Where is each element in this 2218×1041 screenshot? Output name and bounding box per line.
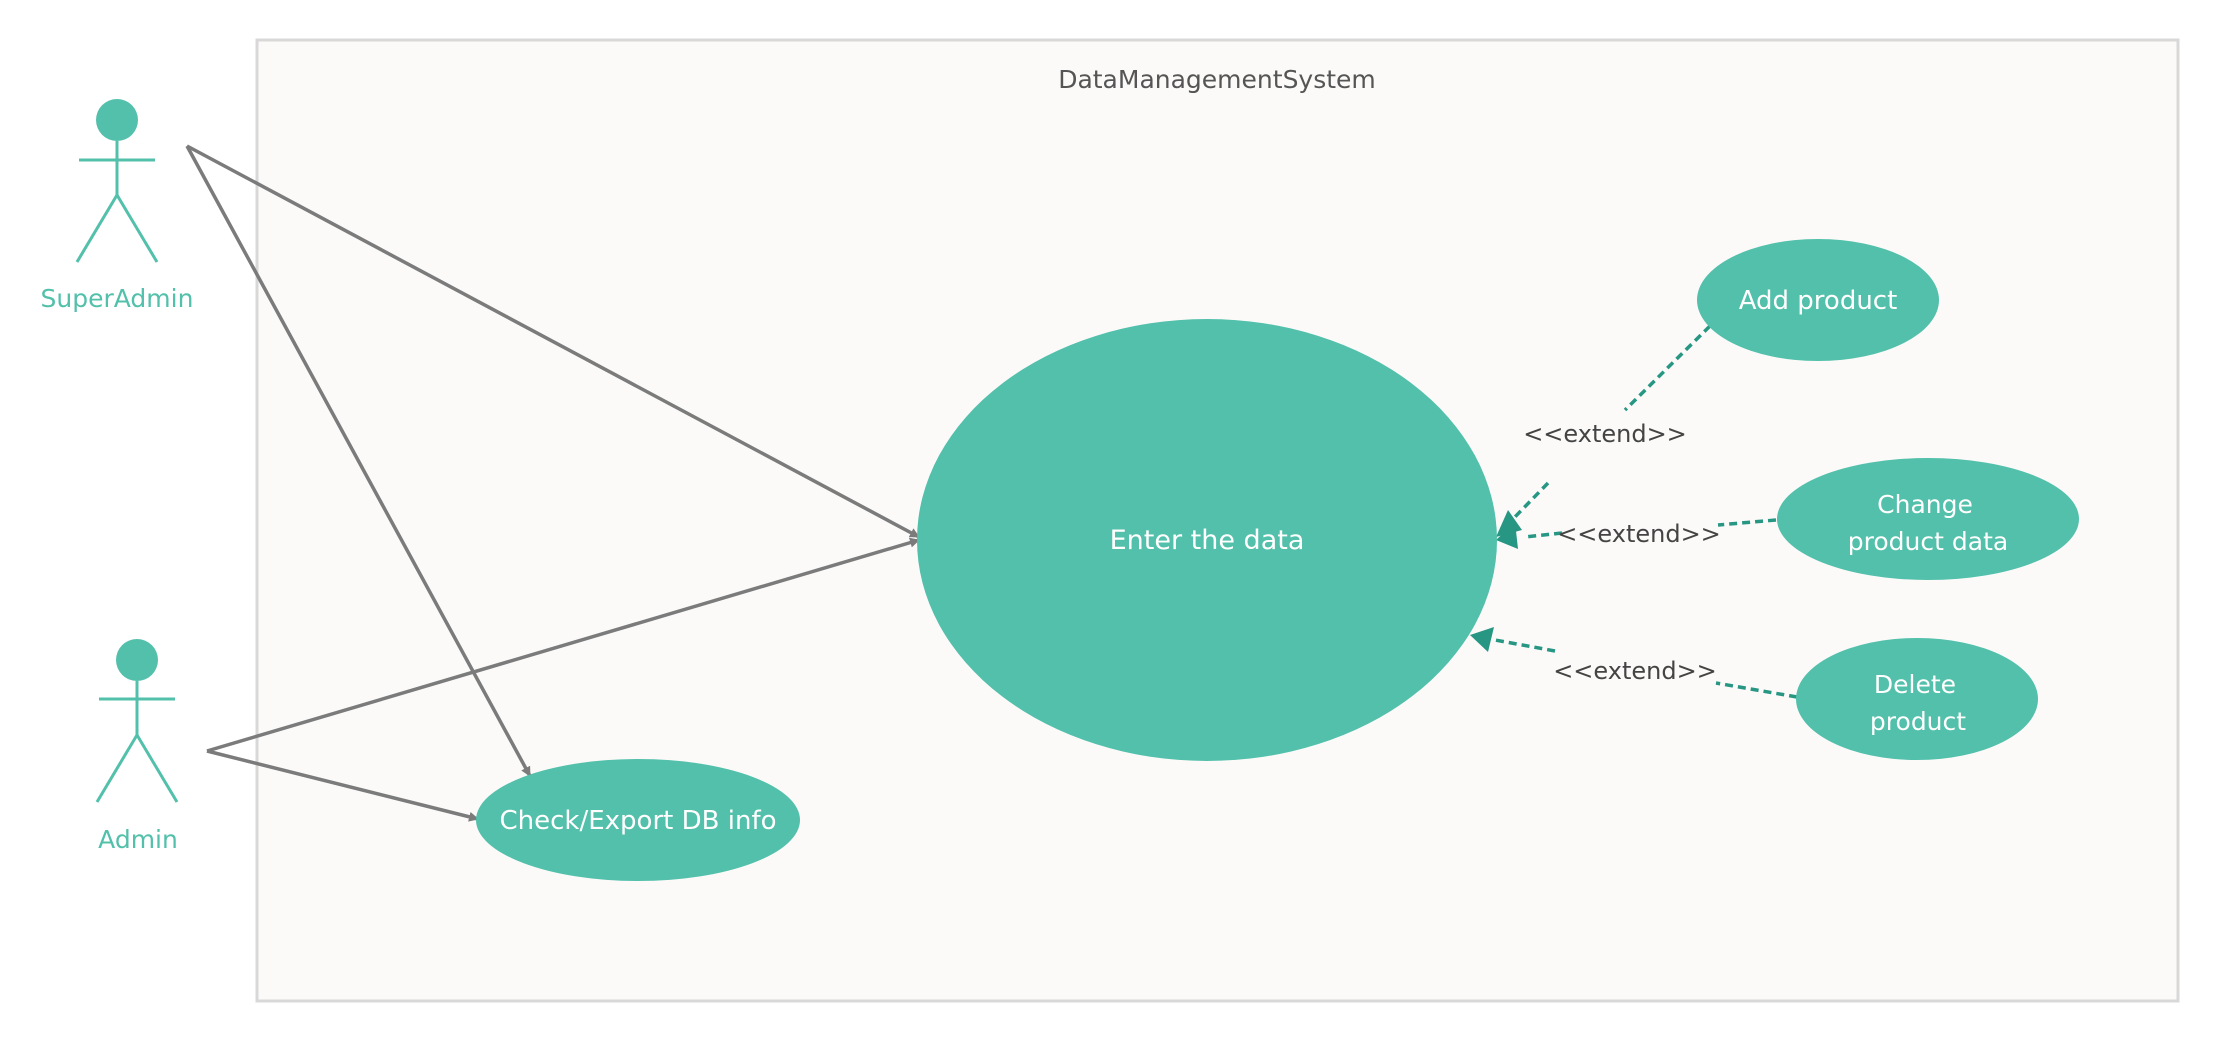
use-case-change-product-label-line1: Change bbox=[1877, 490, 1973, 519]
actor-admin-label: Admin bbox=[98, 825, 178, 854]
extend-label-change: <<extend>> bbox=[1557, 520, 1721, 548]
use-case-add-product-label: Add product bbox=[1739, 286, 1898, 316]
assoc-superadmin-enter-data[interactable] bbox=[186, 144, 920, 539]
use-case-enter-data[interactable]: Enter the data bbox=[917, 319, 1497, 761]
extend-label-delete: <<extend>> bbox=[1553, 657, 1717, 685]
use-case-change-product-label-line2: product data bbox=[1848, 527, 2008, 556]
use-case-delete-product[interactable]: Delete product bbox=[1796, 638, 2038, 760]
system-title: DataManagementSystem bbox=[1058, 65, 1376, 94]
extend-label-add: <<extend>> bbox=[1523, 420, 1687, 448]
extend-line-add-upper[interactable] bbox=[1623, 324, 1712, 412]
use-case-delete-product-label-line1: Delete bbox=[1874, 670, 1956, 699]
actor-superadmin-label: SuperAdmin bbox=[41, 284, 194, 313]
extend-line-change-left[interactable] bbox=[1524, 531, 1563, 539]
use-case-check-export[interactable]: Check/Export DB info bbox=[476, 759, 800, 881]
actor-admin[interactable]: Admin bbox=[95, 639, 179, 854]
actor-superadmin[interactable]: SuperAdmin bbox=[41, 99, 194, 313]
extend-line-delete-right[interactable] bbox=[1715, 681, 1798, 699]
use-case-change-product-shape[interactable] bbox=[1777, 458, 2079, 580]
use-case-enter-data-shape[interactable] bbox=[917, 319, 1497, 761]
assoc-admin-enter-data[interactable] bbox=[206, 537, 920, 753]
use-case-enter-data-label: Enter the data bbox=[1110, 525, 1305, 556]
use-case-delete-product-label-line2: product bbox=[1870, 707, 1966, 736]
assoc-admin-check-export[interactable] bbox=[206, 749, 479, 822]
use-case-change-product[interactable]: Change product data bbox=[1777, 458, 2079, 580]
actor-admin-figure-icon[interactable] bbox=[95, 639, 179, 803]
extend-arrow-change bbox=[1496, 522, 1518, 549]
use-case-check-export-label: Check/Export DB info bbox=[500, 806, 777, 836]
extend-arrowheads bbox=[1470, 510, 1522, 652]
extend-line-add-lower[interactable] bbox=[1508, 481, 1550, 524]
extend-line-change-right[interactable] bbox=[1717, 518, 1777, 527]
actor-superadmin-figure-icon[interactable] bbox=[75, 99, 159, 263]
use-case-add-product-shape[interactable] bbox=[1697, 239, 1939, 361]
association-lines bbox=[185, 144, 920, 822]
extend-line-delete-left[interactable] bbox=[1494, 638, 1556, 653]
use-case-delete-product-shape[interactable] bbox=[1796, 638, 2038, 760]
use-case-check-export-shape[interactable] bbox=[476, 759, 800, 881]
extend-lines bbox=[1494, 324, 1798, 699]
extend-arrow-delete bbox=[1470, 627, 1494, 652]
use-case-add-product[interactable]: Add product bbox=[1697, 239, 1939, 361]
